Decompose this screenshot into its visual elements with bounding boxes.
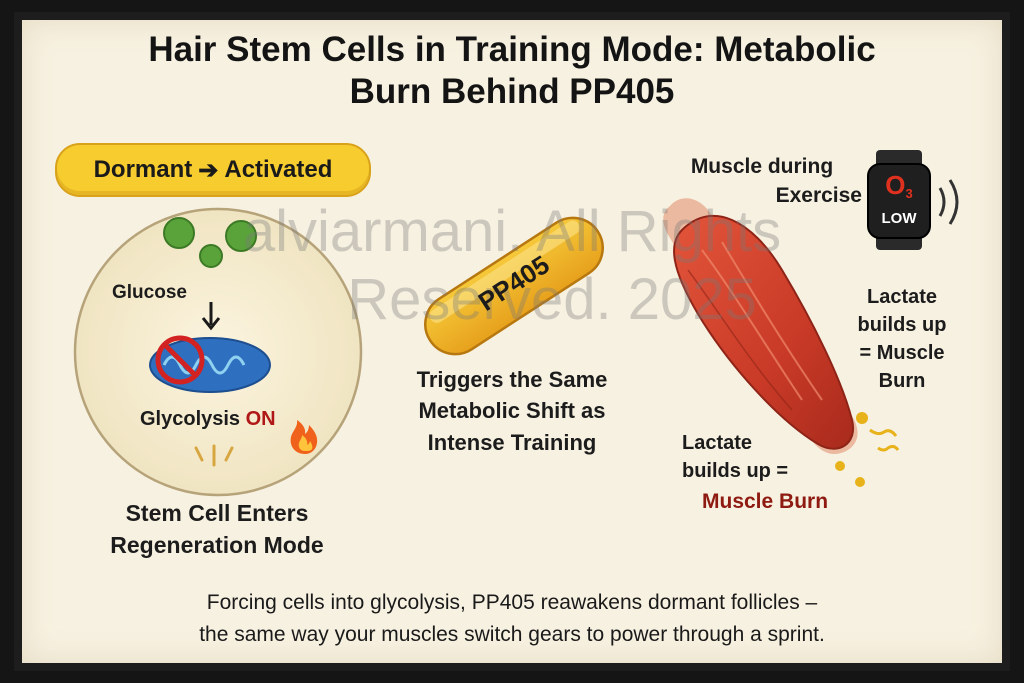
watch-low-status: LOW [881,210,917,227]
pill-caption-line-3: Intense Training [427,430,597,455]
side-lactate-line-4: Burn [878,370,926,392]
side-lactate-line-2: builds up [857,314,947,336]
blocked-icon [155,335,205,385]
side-lactate-line-1: Lactate [866,286,938,308]
energy-rays-icon [194,444,234,467]
watch-o2-reading: O3 [868,170,930,209]
muscle-title-line-1: Muscle during [690,155,834,178]
title-line-1: Hair Stem Cells in Training Mode: Metabo… [148,30,876,69]
pill-caption-line-2: Metabolic Shift as [418,398,606,423]
cell-caption-line-2: Regeneration Mode [110,532,324,558]
smartwatch-icon [867,150,959,250]
glycolysis-text: Glycolysis [140,408,241,430]
bottom-lactate-line-1: Lactate [682,432,753,454]
watch-o2-subscript: 3 [905,186,913,201]
glycolysis-state: ON [245,408,276,430]
bottom-lactate-line-2: builds up = [682,460,789,482]
muscle-title-line-2: Exercise [775,184,862,207]
illustration-layer [73,150,959,497]
side-lactate-line-3: = Muscle [859,342,945,364]
glycolysis-label: Glycolysis ON [140,408,276,431]
infographic-canvas: Hair Stem Cells in Training Mode: Metabo… [22,20,1002,663]
title-line-2: Burn Behind PP405 [349,72,675,111]
watch-o2-symbol: O [885,170,906,200]
arrow-down-icon [201,302,221,331]
badge-to: Activated [224,156,333,183]
footer-line-1: Forcing cells into glycolysis, PP405 rea… [206,591,818,614]
pill-caption-line-1: Triggers the Same [416,367,608,392]
pp405-pill [424,216,604,356]
badge-from: Dormant [93,156,193,183]
bottom-lactate-line-3: Muscle Burn [702,490,829,513]
dormant-activated-badge: Dormant ➔ Activated [55,143,371,197]
arrow-right-icon: ➔ [198,156,219,184]
muscle-illustration [663,198,858,455]
cell-caption-line-1: Stem Cell Enters [125,500,309,526]
lactate-particles-icon [835,412,900,487]
footer-line-2: the same way your muscles switch gears t… [199,623,825,646]
glucose-label: Glucose [112,282,187,303]
glucose-molecules-icon [163,217,257,268]
mitochondria-icon [149,337,271,393]
flame-icon [290,420,318,454]
